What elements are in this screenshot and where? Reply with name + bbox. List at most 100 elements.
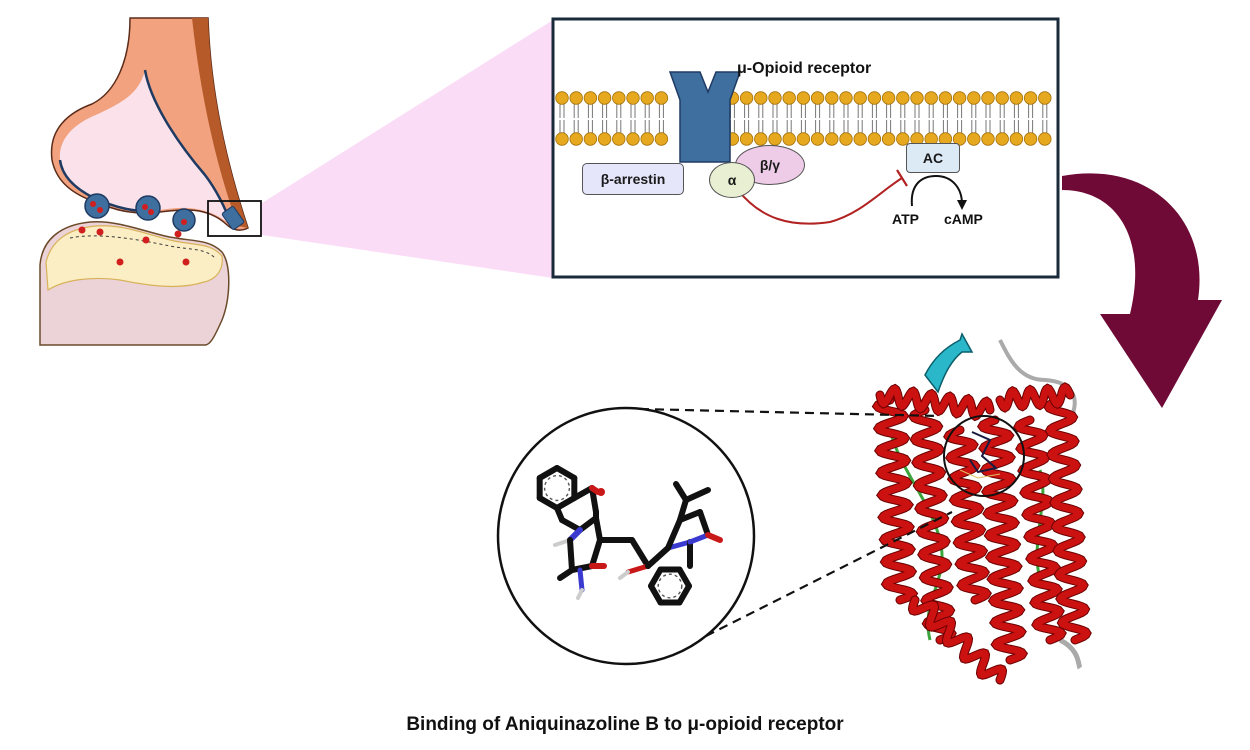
lipid-head xyxy=(569,91,583,105)
protein-ribbon-structure xyxy=(871,332,1092,685)
lipid-head xyxy=(739,132,754,146)
ligand-zoom xyxy=(496,406,953,666)
lipid-head xyxy=(782,132,796,146)
coil xyxy=(998,339,1077,421)
lipid-head xyxy=(881,132,896,146)
lipid-head xyxy=(867,132,882,146)
zoom-wedge xyxy=(262,20,553,278)
lipid-head xyxy=(1009,132,1024,146)
neurotransmitters xyxy=(78,201,190,266)
synapse-receptor-icon xyxy=(221,206,245,230)
lipid-head xyxy=(839,132,853,146)
bond xyxy=(705,532,723,543)
bond xyxy=(648,566,664,589)
bond xyxy=(567,537,575,573)
lipid-head xyxy=(640,132,654,146)
bond xyxy=(676,566,692,589)
alpha-subunit: α xyxy=(709,162,755,198)
bond xyxy=(593,515,603,543)
helix xyxy=(944,426,991,604)
lipid-head xyxy=(938,91,953,105)
bond xyxy=(536,465,560,481)
lipid-head xyxy=(924,91,938,105)
curved-arrow xyxy=(1062,173,1222,408)
bond xyxy=(571,485,595,501)
lipid-head xyxy=(782,91,796,105)
lipid-head xyxy=(597,91,612,105)
lipid-head xyxy=(825,132,839,146)
bond xyxy=(559,517,583,533)
lipid-head xyxy=(768,132,782,146)
bond xyxy=(554,465,578,481)
lipid-head xyxy=(853,91,867,105)
lipid-head xyxy=(1009,91,1024,105)
helix xyxy=(1044,396,1091,644)
lipid-head xyxy=(555,91,569,105)
bond xyxy=(569,563,595,573)
aromatic-ring xyxy=(657,573,683,599)
helix xyxy=(908,596,1007,684)
synapse-illustration xyxy=(39,17,262,346)
bond xyxy=(589,485,601,495)
lipid-head xyxy=(583,132,598,146)
coil xyxy=(1058,637,1083,670)
oxygen-atom xyxy=(597,488,605,496)
bond xyxy=(576,588,584,600)
lipid-head xyxy=(796,132,811,146)
bond xyxy=(554,505,565,523)
bond xyxy=(676,583,692,606)
bond xyxy=(536,495,560,511)
inhibition-line xyxy=(737,177,903,225)
lipid-head xyxy=(910,91,924,105)
axon-shadow xyxy=(192,18,248,228)
lipid-head xyxy=(583,91,598,105)
atp-label: ATP xyxy=(892,211,919,227)
beta-sheet xyxy=(924,332,974,394)
figure-caption: Binding of Aniquinazoline B to μ-opioid … xyxy=(406,714,844,735)
zoom-line-top xyxy=(639,407,941,418)
inset-panel xyxy=(551,17,1060,279)
adenylyl-cyclase-box: AC xyxy=(906,143,960,173)
lipid-head xyxy=(555,132,569,146)
lipid-head xyxy=(626,132,640,146)
bond xyxy=(645,545,671,569)
bond xyxy=(629,537,651,569)
lipid-head xyxy=(597,132,612,146)
lipid-head xyxy=(796,91,811,105)
binding-site-circle xyxy=(943,415,1025,497)
bond xyxy=(557,567,575,581)
helix xyxy=(876,384,994,421)
lipid-head xyxy=(569,132,583,146)
lipid-head xyxy=(1023,91,1038,105)
lipid-head xyxy=(739,91,754,105)
lipid-head xyxy=(867,91,882,105)
helix xyxy=(872,396,918,604)
lipid-head xyxy=(640,91,654,105)
postsynaptic-density xyxy=(45,225,223,292)
lipid-head xyxy=(981,132,995,146)
bond xyxy=(625,563,651,575)
lipid-head xyxy=(626,91,640,105)
lipid-head xyxy=(654,132,669,146)
aromatic-ring xyxy=(543,474,571,502)
terminal-membrane xyxy=(143,69,234,227)
arrow-head xyxy=(957,200,967,210)
ligand-structure xyxy=(536,465,723,606)
lipid-head xyxy=(825,91,839,105)
presynaptic-terminal xyxy=(59,70,232,226)
lipid-head xyxy=(810,91,825,105)
lipid-head xyxy=(967,132,981,146)
bond xyxy=(618,570,630,580)
vesicle xyxy=(135,195,161,221)
lipid-head xyxy=(1038,91,1052,105)
bond xyxy=(683,487,711,503)
lipid-head xyxy=(810,132,825,146)
bond xyxy=(577,567,585,593)
lipid-head xyxy=(1038,132,1052,146)
ac-cycle-arrow xyxy=(910,174,963,207)
lipid-head xyxy=(839,91,853,105)
lipid-head xyxy=(768,91,782,105)
vesicle xyxy=(84,193,110,219)
